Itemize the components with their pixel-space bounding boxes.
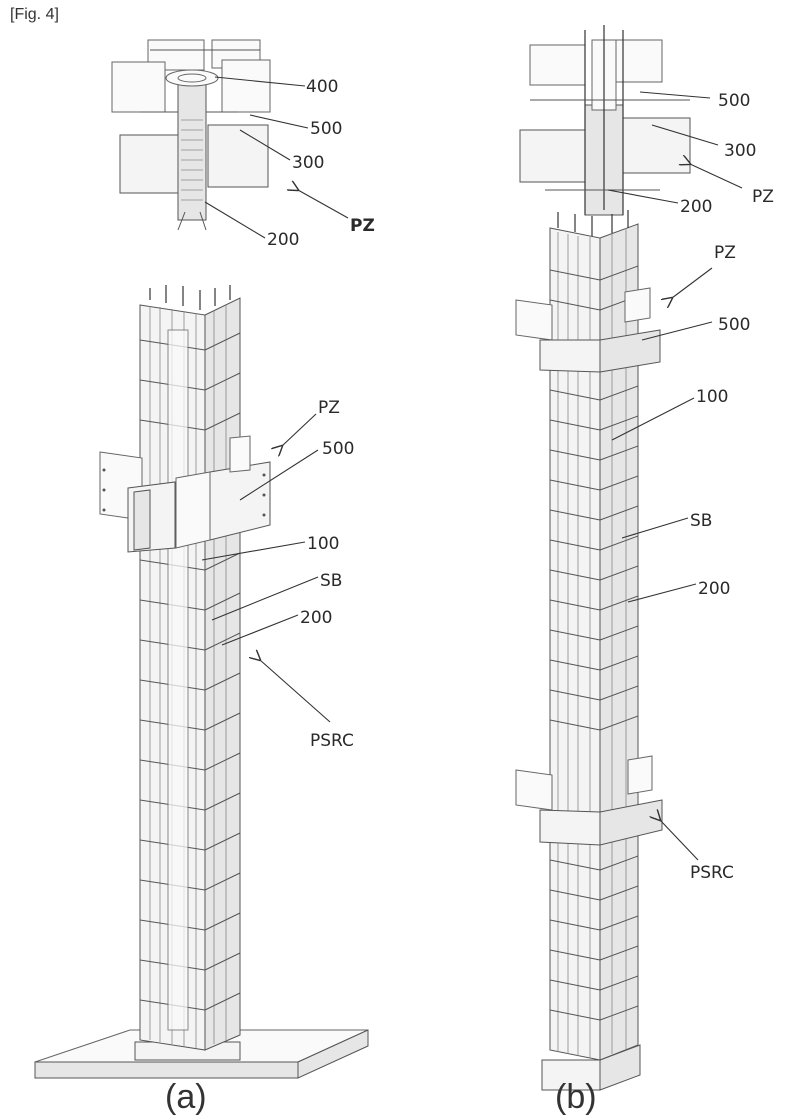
panel-a: 400 500 300 PZ 200 PZ 500 100 SB 200	[34, 39, 375, 1116]
label-b-top-pz: PZ	[752, 187, 774, 207]
label-a-sb: SB	[320, 571, 342, 591]
panel-b: 500 300 PZ 200 PZ 500 100 SB 200 PSRC	[515, 25, 774, 1116]
label-a-psrc: PSRC	[310, 731, 354, 751]
label-a-100: 100	[307, 534, 339, 554]
label-a-top-500: 500	[310, 119, 342, 139]
label-b-top-500: 500	[718, 91, 750, 111]
figure-title: [Fig. 4]	[10, 6, 59, 23]
label-a-300: 300	[292, 153, 324, 173]
panel-a-annotations: 400 500 300 PZ 200 PZ 500 100 SB 200	[165, 76, 375, 1116]
label-a-400: 400	[306, 77, 338, 97]
label-b-col-pz: PZ	[714, 243, 736, 263]
label-a-col-500: 500	[322, 439, 354, 459]
caption-a: (a)	[165, 1078, 207, 1116]
panel-a-joint-module	[111, 39, 271, 231]
panel-b-column	[515, 210, 663, 1091]
label-b-100: 100	[696, 387, 728, 407]
label-a-col-pz: PZ	[318, 398, 340, 418]
label-b-col-200: 200	[698, 579, 730, 599]
label-a-top-200: 200	[267, 230, 299, 250]
label-b-sb: SB	[690, 511, 712, 531]
panel-b-annotations: 500 300 PZ 200 PZ 500 100 SB 200 PSRC	[555, 91, 774, 1116]
caption-b: (b)	[555, 1078, 597, 1116]
label-b-psrc: PSRC	[690, 863, 734, 883]
label-b-top-200: 200	[680, 197, 712, 217]
panel-b-joint-module	[519, 25, 691, 216]
label-b-300: 300	[724, 141, 756, 161]
panel-a-column	[34, 285, 369, 1079]
label-b-col-500: 500	[718, 315, 750, 335]
label-a-top-pz: PZ	[350, 216, 375, 236]
label-a-col-200: 200	[300, 608, 332, 628]
